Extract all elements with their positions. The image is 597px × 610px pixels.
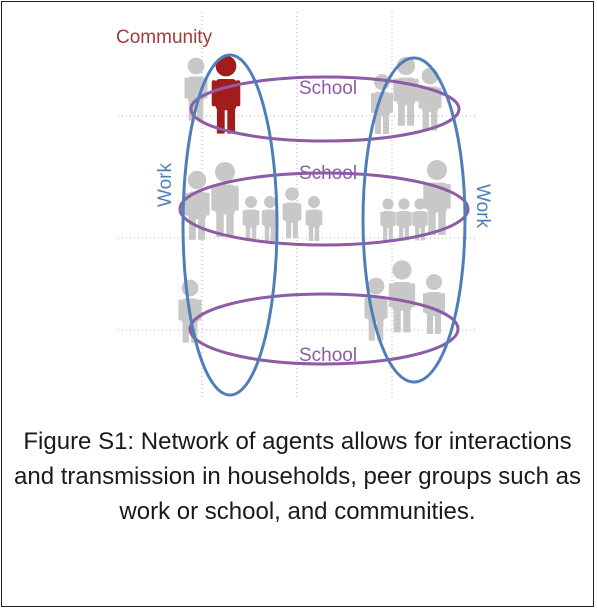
school-ellipses xyxy=(178,75,470,366)
school-ellipse-middle xyxy=(178,171,470,247)
school-label-top: School xyxy=(299,78,357,99)
school-ellipse-bottom xyxy=(188,292,460,366)
school-label-bottom: School xyxy=(299,345,357,366)
school-ellipse-top xyxy=(189,75,461,143)
work-ellipses xyxy=(181,53,467,397)
network-diagram: Community School School School Work Work xyxy=(116,12,493,400)
school-label-middle: School xyxy=(299,163,357,184)
figure-caption: Figure S1: Network of agents allows for … xyxy=(14,428,581,525)
work-label-right: Work xyxy=(472,184,493,228)
highlighted-agent-icon xyxy=(211,55,241,134)
work-ellipse-right xyxy=(361,56,467,384)
work-label-left: Work xyxy=(155,163,176,207)
work-ellipse-left xyxy=(181,53,279,397)
community-label: Community xyxy=(116,27,213,48)
